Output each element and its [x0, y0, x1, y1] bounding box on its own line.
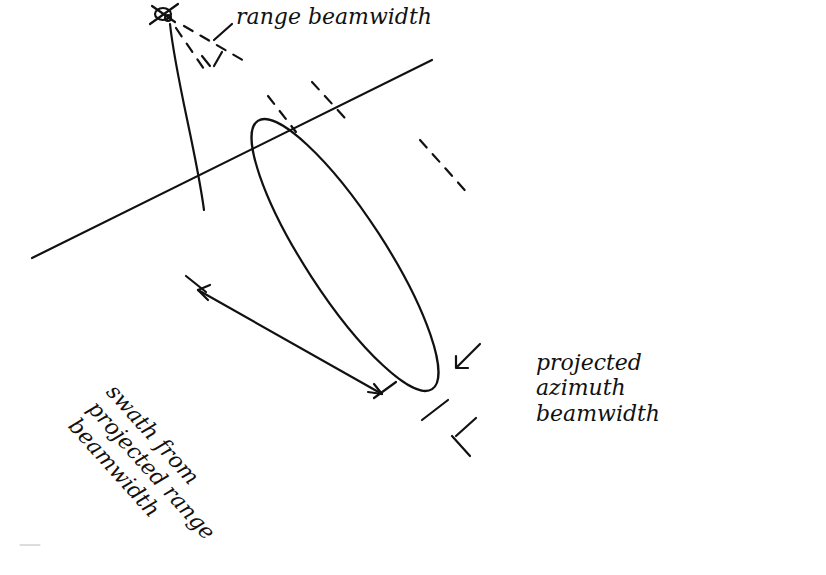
beamwidth-arrow [202, 24, 232, 66]
azimuth-label: projected azimuth beamwidth [536, 350, 726, 426]
beam-edges [176, 26, 470, 196]
footprint-ellipse [224, 99, 465, 411]
beamwidth-label: range beamwidth [236, 4, 436, 29]
swath-label: swath from projected range beamwidth [64, 379, 248, 571]
ground-line [32, 60, 432, 258]
azimuth-dimension [422, 344, 480, 456]
swath-dimension [186, 276, 396, 398]
satellite-icon [150, 4, 178, 24]
